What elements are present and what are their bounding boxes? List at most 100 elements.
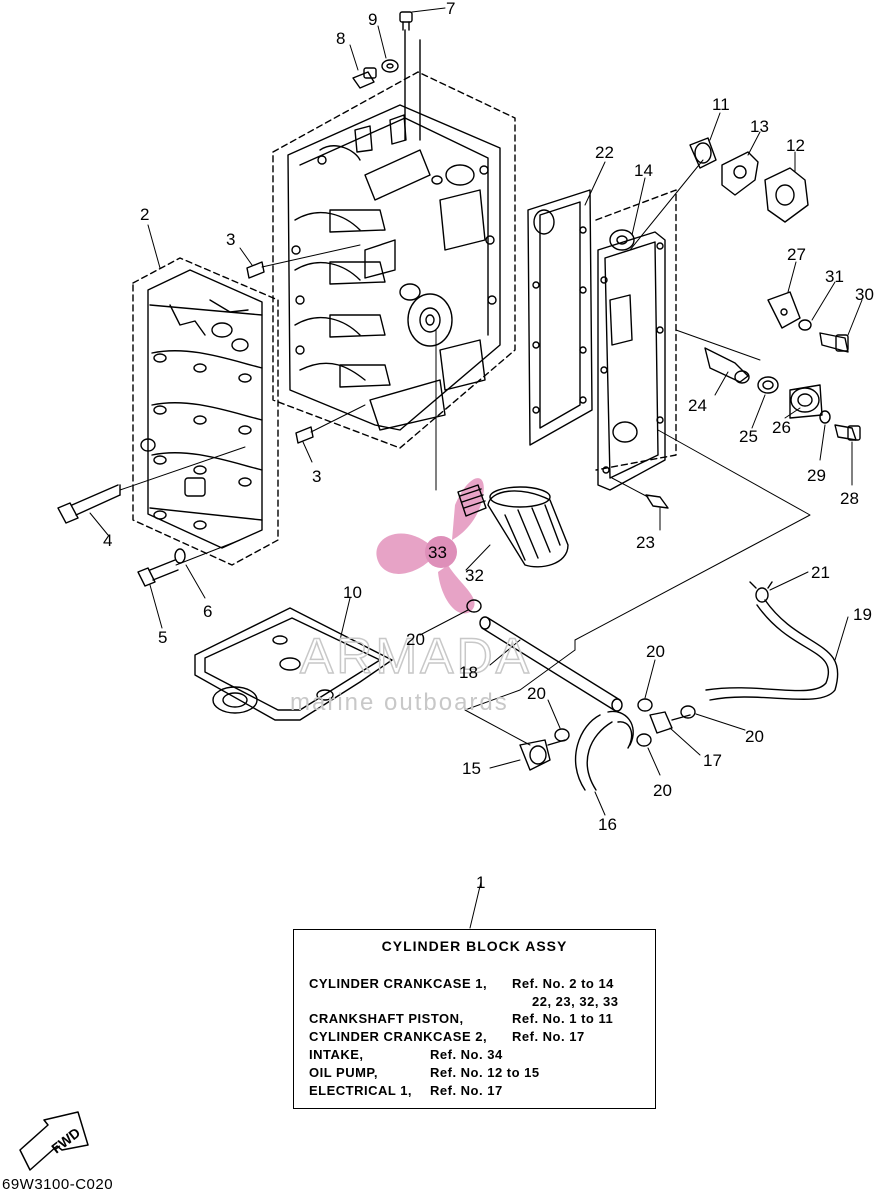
callout-23: 23 [636, 533, 655, 552]
callout-3-upper: 3 [226, 230, 235, 249]
ref-row-1-label: CYLINDER CRANKCASE 1, [309, 976, 488, 991]
ref-row-6-ref: Ref. No. 12 to 15 [430, 1065, 540, 1080]
callout-21: 21 [811, 563, 830, 582]
part-19-hose [705, 599, 839, 701]
part-14-cover [597, 229, 666, 491]
callout-6: 6 [203, 602, 212, 621]
part-20-clamp-d [554, 728, 570, 742]
dashed-outline-cover [595, 189, 677, 471]
part-22-gasket [527, 189, 593, 446]
callout-18: 18 [459, 663, 478, 682]
callout-12: 12 [786, 136, 805, 155]
callout-7: 7 [446, 0, 455, 18]
callout-20-a: 20 [406, 630, 425, 649]
ref-row-1-ref: Ref. No. 2 to 14 [512, 976, 614, 991]
watermark-propeller-logo [376, 478, 484, 614]
callout-19: 19 [853, 605, 872, 624]
part-28-bolt [834, 424, 861, 441]
part-12-thermostat-cover [764, 167, 809, 223]
callout-9: 9 [368, 10, 377, 29]
callout-30: 30 [855, 285, 874, 304]
part-27-bracket [767, 291, 801, 329]
part-31-washer [798, 319, 812, 331]
callout-11: 11 [712, 95, 730, 114]
part-20-clamp-b [637, 698, 653, 712]
part-15-fitting [519, 739, 566, 771]
callout-2: 2 [140, 205, 149, 224]
callout-leaders [89, 7, 863, 929]
ref-row-7-ref: Ref. No. 17 [430, 1083, 503, 1098]
part-6-washer [174, 548, 186, 564]
part-25-seal [757, 376, 779, 394]
ref-row-5-ref: Ref. No. 34 [430, 1047, 503, 1062]
part-20-clamp-c [680, 705, 696, 719]
callout-32: 32 [465, 566, 484, 585]
fwd-arrow-icon: FWD [19, 1111, 89, 1171]
part-20-clamp-a [466, 599, 482, 613]
part-11-fitting [629, 137, 717, 251]
callout-8: 8 [336, 29, 345, 48]
part-21-fitting [749, 581, 773, 603]
part-1-cylinder-crankcase [272, 71, 516, 449]
part-16-hose [574, 710, 634, 791]
callout-20-e: 20 [653, 781, 672, 800]
part-29-washer [819, 410, 831, 424]
ref-row-3-label: CRANKSHAFT PISTON, [309, 1011, 464, 1026]
callout-28: 28 [840, 489, 859, 508]
callout-5: 5 [158, 628, 167, 647]
callout-26: 26 [772, 418, 791, 437]
callout-13: 13 [750, 117, 769, 136]
callout-29: 29 [807, 466, 826, 485]
callout-16: 16 [598, 815, 617, 834]
part-10-gasket [194, 607, 393, 721]
part-13-gasket [721, 151, 759, 196]
callout-10: 10 [343, 583, 362, 602]
ref-row-5-label: INTAKE, [309, 1047, 364, 1062]
callout-27: 27 [787, 245, 806, 264]
leader-bolt-7 [404, 29, 421, 141]
watermark-tagline: marine outboards [290, 689, 509, 716]
part-20-clamp-e [636, 733, 652, 747]
callout-22: 22 [595, 143, 614, 162]
callout-4: 4 [103, 531, 112, 550]
callout-33: 33 [428, 543, 447, 562]
callout-20-b: 20 [646, 642, 665, 661]
leader-cover-to-hoses [574, 429, 811, 651]
callout-25: 25 [739, 427, 758, 446]
part-4-bolt [57, 446, 246, 524]
reference-box: CYLINDER BLOCK ASSY CYLINDER CRANKCASE 1… [293, 929, 656, 1109]
part-30-bolt [819, 332, 849, 353]
reference-title: CYLINDER BLOCK ASSY [381, 938, 568, 954]
callout-14: 14 [634, 161, 653, 180]
ref-row-3-ref: Ref. No. 1 to 11 [512, 1011, 614, 1026]
part-32-oil-filter [487, 486, 569, 568]
ref-row-7-label: ELECTRICAL 1, [309, 1083, 413, 1098]
callout-20-d: 20 [527, 684, 546, 703]
part-3-dowel-pin-lower [295, 404, 366, 444]
callout-17: 17 [703, 751, 722, 770]
callout-3-lower: 3 [312, 467, 321, 486]
ref-row-6-label: OIL PUMP, [309, 1065, 379, 1080]
diagram-code: 69W3100-C020 [2, 1176, 114, 1193]
part-8-plug [352, 67, 377, 89]
callout-15: 15 [462, 759, 481, 778]
part-24-pipe [704, 347, 750, 384]
part-9-washer [381, 59, 399, 73]
part-33-fitting [457, 484, 487, 517]
callout-1: 1 [476, 873, 485, 892]
watermark-brand: ARMADA [300, 628, 532, 684]
part-2-cylinder-head [132, 257, 279, 566]
ref-row-4-label: CYLINDER CRANKCASE 2, [309, 1029, 488, 1044]
callout-20-c: 20 [745, 727, 764, 746]
part-17-fitting [649, 711, 691, 734]
part-3-dowel-pin-upper [246, 244, 361, 279]
part-5-bolt [137, 539, 241, 587]
part-18-hose [479, 616, 623, 712]
ref-row-4-ref: Ref. No. 17 [512, 1029, 585, 1044]
callout-31: 31 [825, 267, 844, 286]
part-7-bolt [399, 11, 413, 31]
ref-row-2-ref: 22, 23, 32, 33 [532, 994, 619, 1009]
part-26-cover [789, 384, 823, 419]
